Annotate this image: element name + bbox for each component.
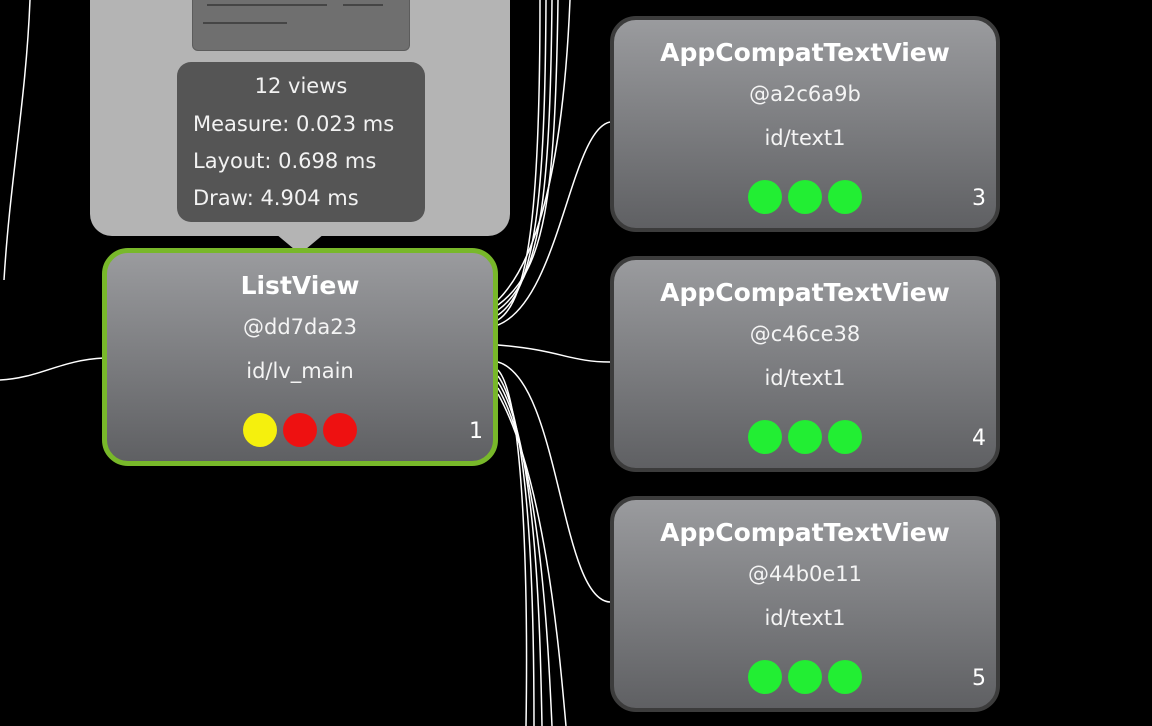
measure-indicator-dot	[748, 420, 782, 454]
node-class-name: AppCompatTextView	[660, 278, 950, 307]
perf-indicators	[614, 180, 996, 214]
node-class-name: ListView	[240, 271, 360, 300]
draw-indicator-dot	[828, 660, 862, 694]
node-hash: @dd7da23	[243, 315, 357, 339]
layout-time: Layout: 0.698 ms	[193, 149, 377, 173]
node-id: id/lv_main	[246, 359, 354, 383]
layout-indicator-dot	[788, 420, 822, 454]
draw-indicator-dot	[828, 420, 862, 454]
perf-indicators	[614, 420, 996, 454]
perf-indicators	[614, 660, 996, 694]
measure-indicator-dot	[243, 413, 277, 447]
draw-indicator-dot	[323, 413, 357, 447]
node-appcompattextview-3[interactable]: AppCompatTextView @44b0e11 id/text1 5	[610, 496, 1000, 712]
node-hash: @c46ce38	[749, 322, 861, 346]
perf-indicators	[107, 413, 493, 447]
layout-indicator-dot	[788, 180, 822, 214]
node-id: id/text1	[764, 606, 846, 630]
node-listview[interactable]: ListView @dd7da23 id/lv_main 1	[102, 248, 498, 466]
node-index: 3	[972, 186, 986, 211]
draw-indicator-dot	[828, 180, 862, 214]
node-hash: @a2c6a9b	[749, 82, 861, 106]
node-appcompattextview-1[interactable]: AppCompatTextView @a2c6a9b id/text1 3	[610, 16, 1000, 232]
measure-time: Measure: 0.023 ms	[193, 112, 395, 136]
draw-time: Draw: 4.904 ms	[193, 186, 359, 210]
node-hash: @44b0e11	[747, 562, 863, 586]
view-preview-thumbnail	[192, 0, 410, 51]
profile-stats-box: 12 views Measure: 0.023 ms Layout: 0.698…	[177, 62, 425, 222]
layout-indicator-dot	[283, 413, 317, 447]
measure-indicator-dot	[748, 180, 782, 214]
node-appcompattextview-2[interactable]: AppCompatTextView @c46ce38 id/text1 4	[610, 256, 1000, 472]
views-count: 12 views	[254, 74, 348, 98]
node-index: 4	[972, 426, 986, 451]
node-id: id/text1	[764, 366, 846, 390]
node-id: id/text1	[764, 126, 846, 150]
measure-indicator-dot	[748, 660, 782, 694]
node-class-name: AppCompatTextView	[660, 518, 950, 547]
layout-indicator-dot	[788, 660, 822, 694]
node-class-name: AppCompatTextView	[660, 38, 950, 67]
node-index: 5	[972, 666, 986, 691]
node-index: 1	[469, 419, 483, 444]
